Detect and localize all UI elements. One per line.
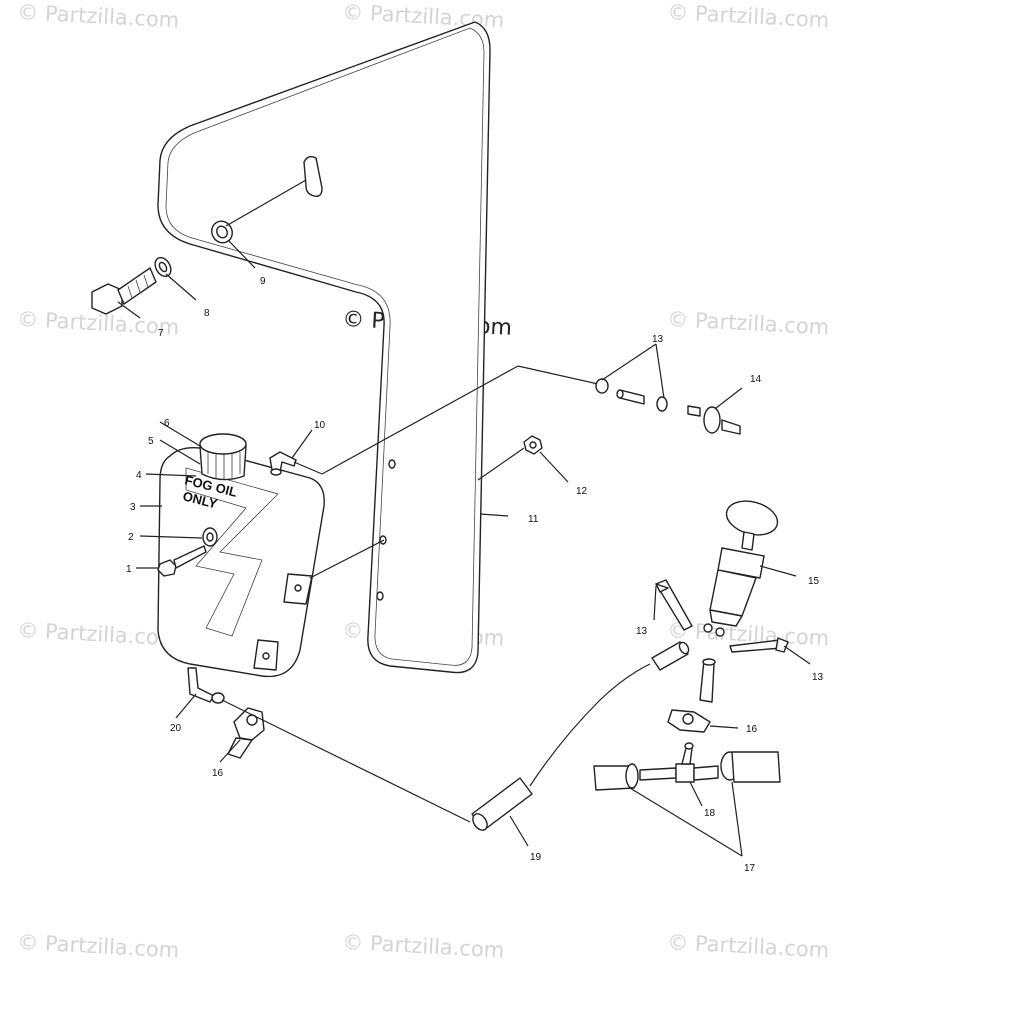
bolt-7 bbox=[91, 267, 157, 315]
callout-13-top: 13 bbox=[652, 334, 664, 345]
hose-section bbox=[651, 641, 716, 703]
callout-15: 15 bbox=[808, 576, 820, 587]
callout-6: 6 bbox=[164, 418, 170, 429]
primer-pump bbox=[703, 500, 779, 637]
mounting-plate bbox=[157, 21, 491, 674]
callout-20: 20 bbox=[170, 723, 182, 734]
filler-cap bbox=[199, 433, 247, 481]
callout-10: 10 bbox=[314, 420, 326, 431]
clip-16a bbox=[227, 707, 265, 759]
callout-13-left: 13 bbox=[636, 626, 648, 637]
callout-18: 18 bbox=[704, 808, 716, 819]
callout-11: 11 bbox=[528, 514, 539, 525]
callout-9: 9 bbox=[260, 276, 266, 287]
nut-12 bbox=[523, 435, 543, 455]
clamp-13b bbox=[655, 579, 693, 631]
oil-tank bbox=[157, 446, 325, 704]
clip-16b bbox=[667, 709, 711, 733]
callout-17: 17 bbox=[744, 863, 756, 874]
callout-19: 19 bbox=[530, 852, 542, 863]
screw-1 bbox=[157, 545, 207, 577]
callout-16-left: 16 bbox=[212, 768, 224, 779]
washer-9 bbox=[211, 220, 233, 244]
fuel-filter-14 bbox=[687, 405, 741, 435]
leader-lines bbox=[117, 239, 811, 857]
clamp-13c bbox=[729, 637, 789, 653]
tee-fitting bbox=[593, 742, 781, 791]
callout-14: 14 bbox=[750, 374, 762, 385]
callout-2: 2 bbox=[128, 532, 134, 543]
washer-8 bbox=[154, 256, 172, 278]
callout-7: 7 bbox=[158, 328, 164, 339]
callout-13-right: 13 bbox=[812, 672, 824, 683]
vent-fitting bbox=[269, 451, 297, 476]
callout-1: 1 bbox=[126, 564, 132, 575]
washer-2 bbox=[202, 527, 218, 547]
callout-3: 3 bbox=[130, 502, 136, 513]
connector-13a bbox=[595, 378, 668, 412]
callout-8: 8 bbox=[204, 308, 210, 319]
callout-5: 5 bbox=[148, 436, 154, 447]
callout-16-right: 16 bbox=[746, 724, 758, 735]
callout-12: 12 bbox=[576, 486, 588, 497]
callout-4: 4 bbox=[136, 470, 142, 481]
